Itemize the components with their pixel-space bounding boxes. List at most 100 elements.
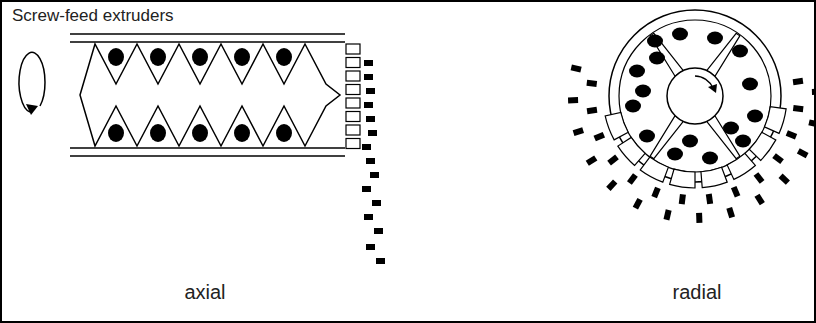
die-hole: [346, 71, 360, 81]
material-pellet: [108, 48, 124, 66]
rotation-arrow: [19, 52, 45, 112]
extrudate: [606, 180, 617, 191]
extrudate: [374, 228, 383, 234]
extrudate: [593, 132, 605, 141]
extrudate: [679, 194, 686, 205]
material-pellet: [635, 85, 651, 98]
die-hole: [346, 85, 360, 95]
extrudate: [370, 172, 379, 178]
material-pellet: [707, 32, 723, 45]
material-pellet: [747, 110, 763, 123]
extrudate: [627, 173, 638, 185]
title: Screw-feed extruders: [12, 7, 174, 26]
housing: [609, 10, 781, 182]
material-pellet: [150, 124, 166, 142]
material-pellet: [723, 122, 739, 135]
die-hole: [346, 58, 360, 68]
material-pellet: [150, 48, 166, 66]
extrudate: [366, 116, 375, 122]
material-pellet: [732, 45, 748, 58]
material-pellet: [625, 100, 641, 113]
material-pellet: [682, 135, 698, 148]
die-screen: [640, 157, 668, 182]
die-screen: [749, 132, 776, 160]
die-screen: [618, 137, 645, 165]
figure-label: radial: [673, 281, 722, 303]
extrudate: [364, 60, 373, 66]
extrudate: [366, 244, 375, 250]
die-hole: [346, 125, 360, 135]
die-hole: [346, 139, 360, 149]
material-pellet: [629, 65, 645, 78]
die-screen: [670, 169, 695, 188]
material-pellet: [192, 48, 208, 66]
extrudate: [793, 105, 804, 112]
material-pellet: [672, 28, 688, 41]
arrow-head: [708, 84, 717, 93]
material-pellet: [647, 35, 663, 48]
extrudate: [786, 130, 798, 139]
material-pellet: [702, 152, 718, 165]
material-pellet: [649, 52, 665, 65]
extrudate: [586, 155, 598, 165]
extrudate: [571, 65, 582, 73]
material-pellet: [276, 124, 292, 142]
extrudate: [362, 144, 371, 150]
die-screen: [764, 107, 786, 134]
extrudate: [568, 97, 578, 103]
extrudate: [364, 74, 373, 80]
extrudate: [633, 198, 643, 210]
extrudate: [696, 213, 702, 223]
extrudate: [651, 187, 660, 199]
die-screen: [701, 167, 727, 188]
extrudate: [779, 174, 790, 185]
housing-inner: [619, 20, 771, 172]
extrudate: [772, 153, 784, 164]
die-screen: [605, 112, 628, 139]
material-pellet: [192, 124, 208, 142]
rotation-arrow: [695, 76, 713, 88]
extrudate: [812, 89, 816, 95]
rotor-hub: [667, 68, 723, 124]
material-pellet: [276, 48, 292, 66]
extrudate: [573, 127, 584, 136]
die-hole: [346, 112, 360, 122]
extrudate: [754, 194, 764, 206]
extrudate: [366, 88, 375, 94]
material-pellet: [667, 148, 683, 161]
extrudate: [797, 148, 809, 158]
material-pellet: [108, 124, 124, 142]
material-pellet: [742, 78, 758, 91]
extrudate: [587, 107, 598, 114]
arrow-head: [26, 104, 38, 115]
extrudate: [376, 258, 385, 264]
die-hole: [346, 98, 360, 108]
extrudate: [754, 172, 765, 184]
extrudate: [607, 155, 619, 166]
extrudate: [364, 214, 373, 220]
screw: [80, 44, 340, 146]
extrudate: [664, 209, 672, 220]
extrudate: [372, 200, 381, 206]
material-pellet: [234, 48, 250, 66]
extrudate: [362, 186, 371, 192]
extrudate: [731, 186, 740, 198]
material-pellet: [234, 124, 250, 142]
extrudate: [726, 207, 735, 218]
figure-label: axial: [184, 281, 225, 303]
material-pellet: [735, 135, 751, 148]
barrel: [70, 34, 345, 156]
extrudate: [586, 80, 597, 87]
extrudate: [366, 158, 375, 164]
extrudate: [368, 130, 377, 136]
die-hole: [346, 44, 360, 54]
extrudate: [808, 119, 816, 127]
material-pellet: [639, 130, 655, 143]
extrudate: [364, 102, 373, 108]
die-screen: [727, 153, 755, 179]
extrudate: [793, 78, 804, 85]
extrudate: [706, 194, 713, 205]
